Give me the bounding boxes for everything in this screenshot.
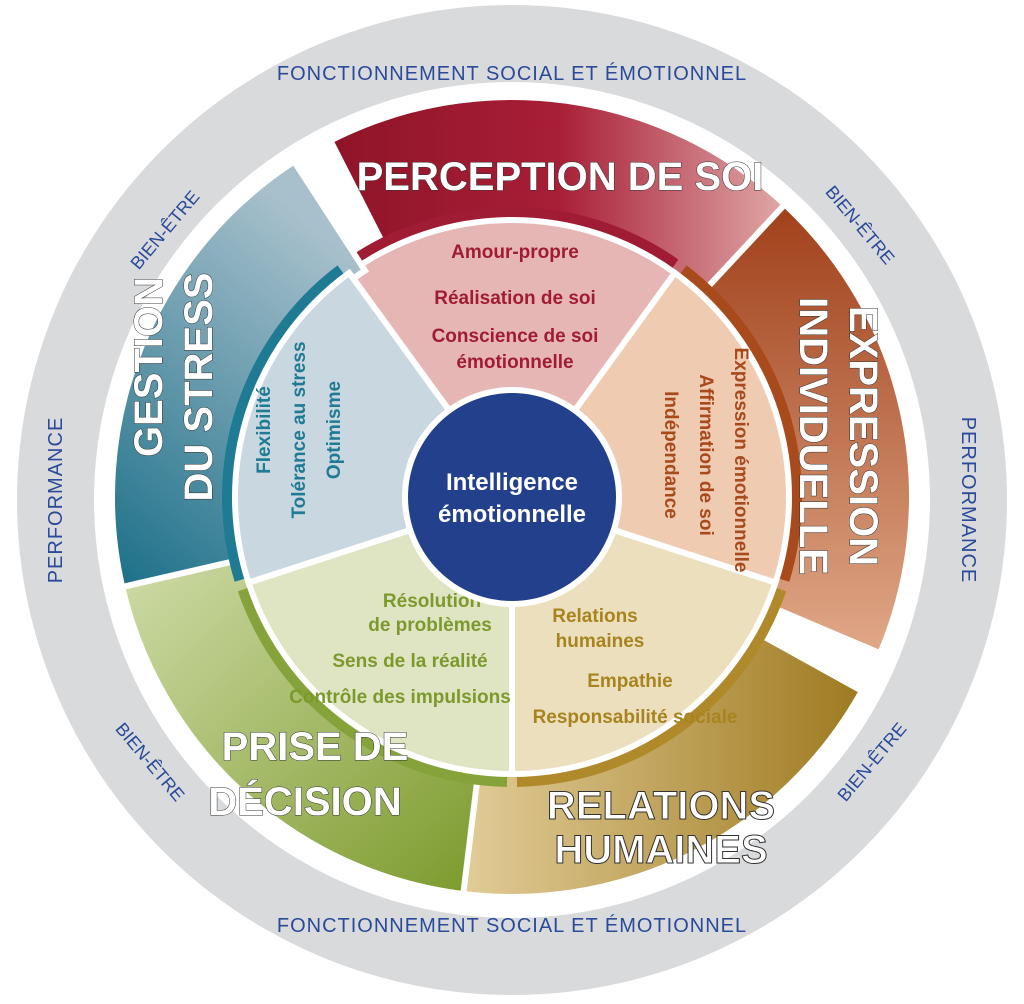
decision-title-2: DÉCISION [208,779,401,824]
perception-title: PERCEPTION DE SOI [357,155,764,199]
perception-item: Réalisation de soi [434,288,596,309]
ring-label-right: PERFORMANCE [957,417,979,584]
stress-title-2: DU STRESS [177,273,221,502]
relations-item: Relations [552,606,638,627]
perception-inner-sector [344,217,680,503]
expression-title-2: INDIVIDUELLE [791,297,835,575]
expression-item: Indépendance [660,391,681,519]
perception-rim [345,206,679,271]
center-circle [408,393,616,601]
decision-item: de problèmes [368,615,492,636]
relations-rim [516,587,787,787]
relations-title: RELATIONS HUMAINES [546,784,776,873]
stress-title-1: GESTION [127,277,171,457]
ring-label-top: FONCTIONNEMENT SOCIAL ET ÉMOTIONNEL [277,62,747,85]
center-label-line1: Intelligence [446,469,578,496]
expression-rim [678,265,802,582]
ring-label-bottom: FONCTIONNEMENT SOCIAL ET ÉMOTIONNEL [277,914,747,937]
perception-item: émotionnelle [456,352,573,373]
decision-title-1: PRISE DE [222,725,409,769]
decision-item: Contrôle des impulsions [289,687,511,708]
center-label-line2: émotionnelle [438,501,586,528]
stress-item: Flexibilité [254,386,275,474]
perception-item: Conscience de soi [432,326,599,347]
ring-label-left: PERFORMANCE [45,417,67,584]
relations-item: Empathie [587,671,673,692]
expression-item: Affirmation de soi [695,374,716,536]
decision-item: Sens de la réalité [332,651,487,672]
stress-item: Optimisme [324,381,345,479]
relations-item: Responsabilité sociale [533,707,738,728]
stress-rim [221,265,346,582]
decision-item: Résolution [383,591,481,612]
expression-title-1: EXPRESSION [841,306,885,566]
perception-item: Amour-propre [451,242,579,263]
relations-item: humaines [556,631,645,652]
expression-item: Expression émotionnelle [730,348,751,573]
decision-rim [237,587,508,787]
stress-item: Tolérance au stress [289,341,310,518]
